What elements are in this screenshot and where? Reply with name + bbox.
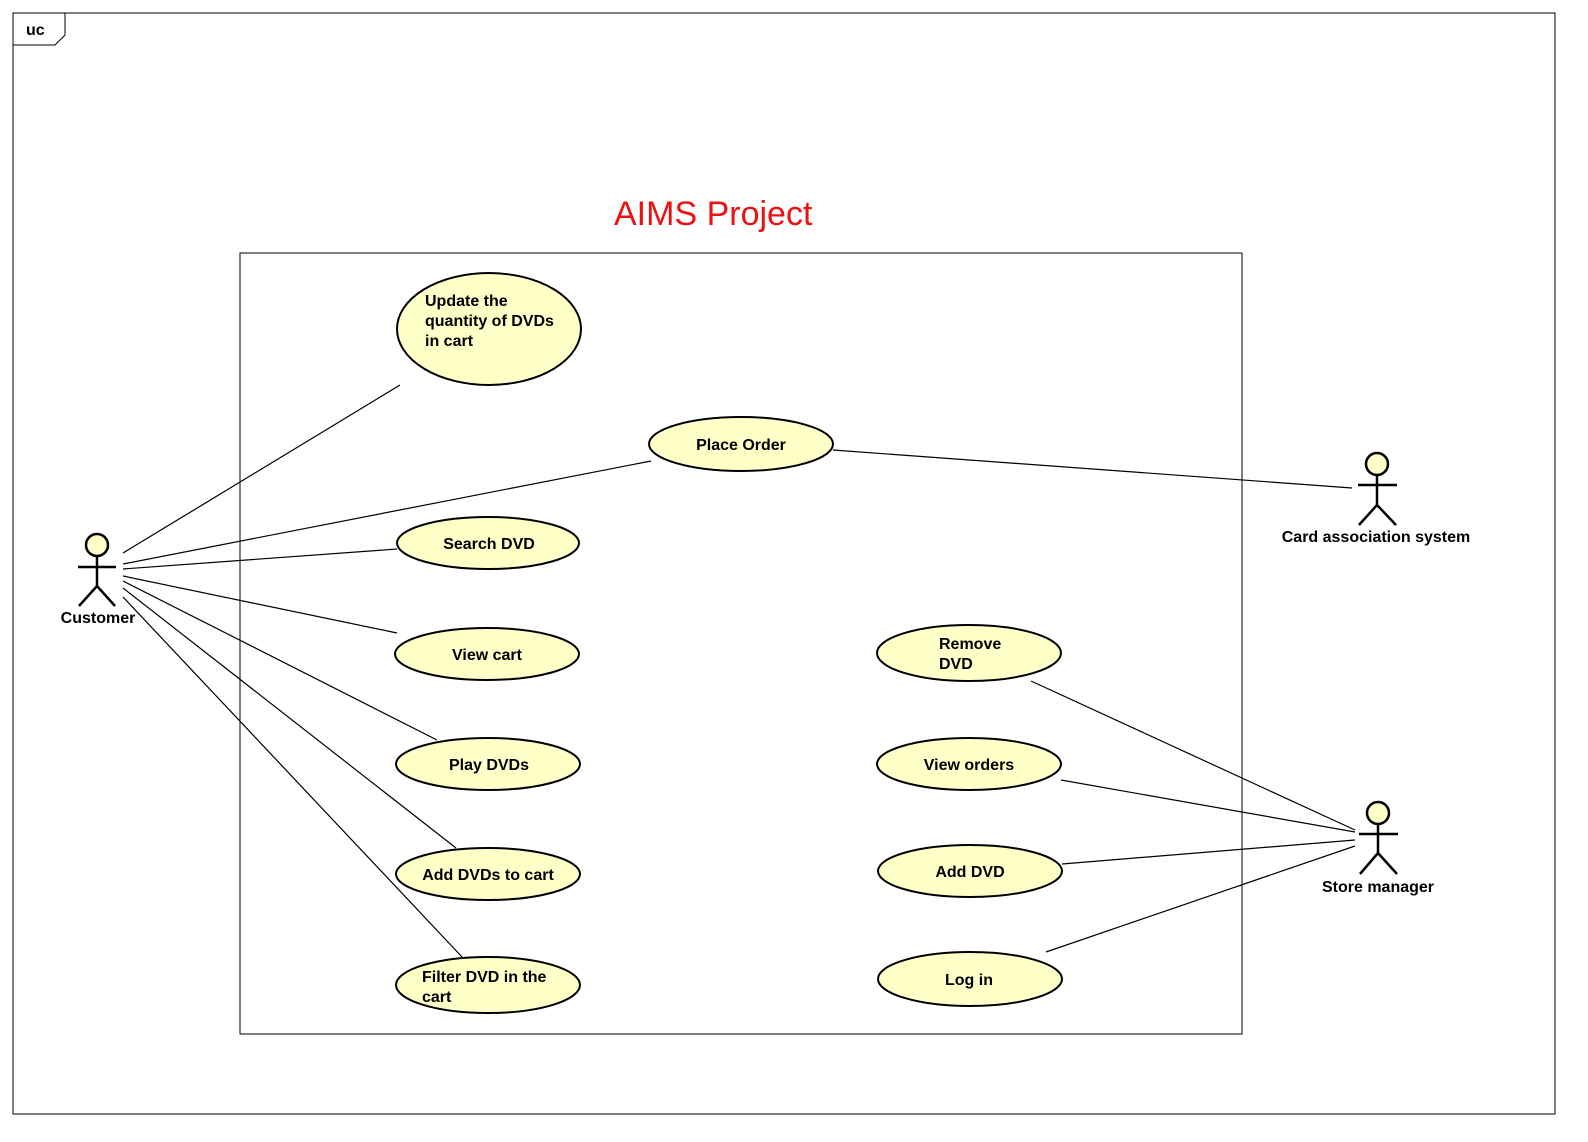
actor-customer[interactable] [78,532,116,607]
use-case-search-dvd[interactable]: Search DVD [396,516,580,570]
assoc-customer-view-cart [122,575,398,634]
use-case-label: Log in [945,972,993,989]
use-case-label: Filter DVD in the [422,969,547,986]
system-boundary [239,252,1243,1035]
use-case-update-quantity[interactable]: Update the quantity of DVDs in cart [396,272,582,386]
use-case-label: View orders [924,757,1015,774]
assoc-customer-update-quantity [122,384,401,554]
assoc-customer-search-dvd [122,548,398,570]
use-case-label: View cart [452,647,523,664]
use-case-label: DVD [939,656,973,673]
actor-head-icon [1365,800,1391,826]
use-case-label: in cart [425,333,474,350]
actor-label-store-manager: Store manager [1322,879,1434,896]
actor-head-icon [1364,451,1390,477]
assoc-customer-add-dvds-to-cart [122,587,457,849]
use-case-view-orders[interactable]: View orders [876,737,1062,791]
actor-store-manager[interactable] [1359,800,1398,875]
use-case-label: quantity of DVDs [425,313,554,330]
assoc-store-manager-remove-dvd [1030,680,1356,831]
use-case-label: cart [422,989,452,1006]
assoc-customer-place-order [122,460,652,565]
use-case-label: Search DVD [443,536,535,553]
actor-label-card-association-system: Card association system [1282,529,1471,546]
use-case-label: Add DVDs to cart [422,867,554,884]
frame-tag-box [12,13,66,46]
actor-card-association-system[interactable] [1358,451,1397,526]
system-title: AIMS Project [614,195,813,233]
use-case-remove-dvd[interactable]: Remove DVD [876,624,1062,682]
use-case-view-cart[interactable]: View cart [394,627,580,681]
svg-text:Remove DVD: Remove DVD [939,636,1006,673]
frame-tag: uc [26,22,45,39]
svg-text:Filter DVD in the cart: Filter DVD in the cart [422,969,551,1006]
associations [122,384,1356,959]
use-case-label: Play DVDs [449,757,529,774]
diagram-frame [12,12,1556,1115]
use-case-label: Add DVD [935,864,1004,881]
assoc-store-manager-add-dvd [1061,839,1356,865]
assoc-customer-filter-dvd [122,596,464,959]
use-case-log-in[interactable]: Log in [877,951,1063,1007]
use-case-add-dvd[interactable]: Add DVD [877,844,1063,898]
assoc-customer-play-dvds [122,580,438,741]
assoc-card-system-place-order [832,449,1353,489]
svg-text:Update the quantity of D: Update the quantity of DVDs in cart [425,293,558,350]
use-case-add-dvds-to-cart[interactable]: Add DVDs to cart [395,847,581,901]
assoc-store-manager-log-in [1045,845,1356,953]
assoc-store-manager-view-orders [1060,779,1356,833]
use-case-label: Update the [425,293,508,310]
use-case-filter-dvd[interactable]: Filter DVD in the cart [395,956,581,1014]
use-case-place-order[interactable]: Place Order [648,416,834,472]
use-case-label: Place Order [696,437,786,454]
use-case-play-dvds[interactable]: Play DVDs [395,737,581,791]
actor-label-customer: Customer [61,610,136,627]
use-case-label: Remove [939,636,1001,653]
actor-head-icon [84,532,110,558]
